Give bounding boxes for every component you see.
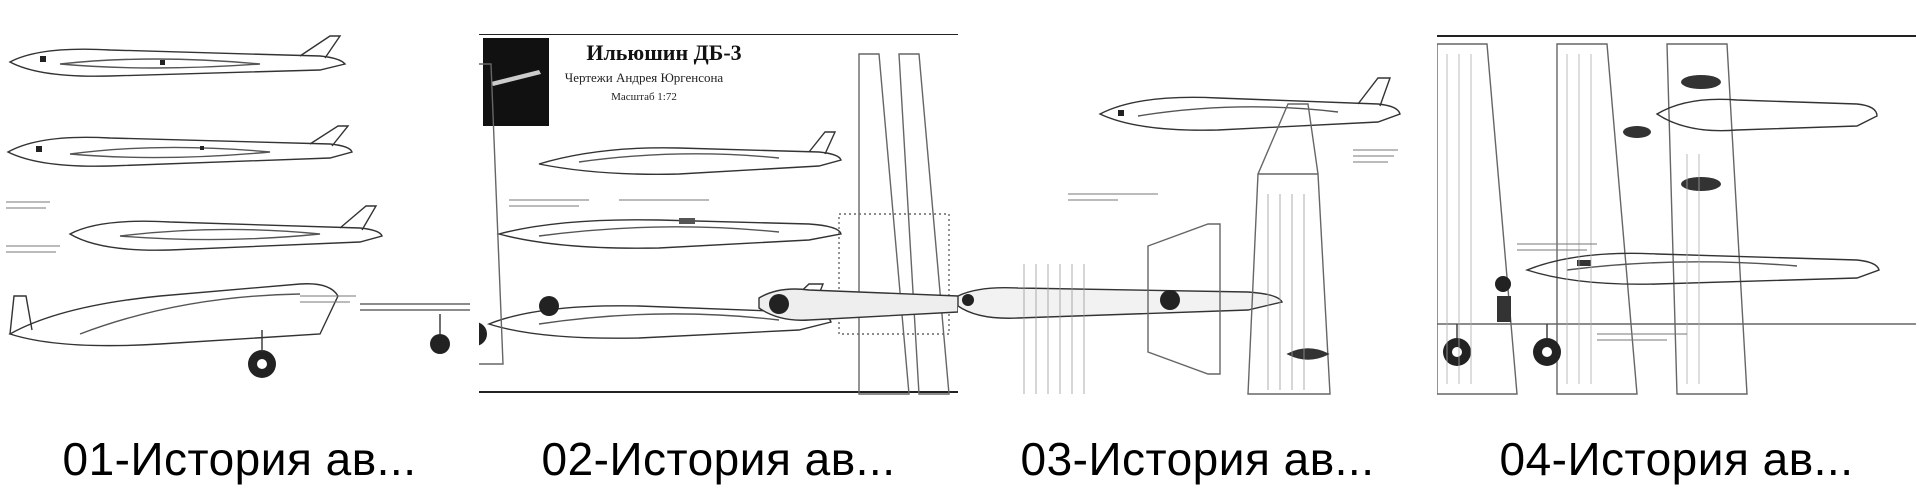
aircraft-blueprint-icon[interactable] (958, 34, 1437, 400)
gallery-item-3[interactable]: 03-История ав... (958, 0, 1437, 504)
item-caption[interactable]: 02-История ав... (541, 433, 896, 485)
item-caption[interactable]: 01-История ав... (62, 433, 417, 485)
sheet-scale: Масштаб 1:72 (611, 91, 677, 103)
aircraft-blueprint-icon[interactable] (1437, 34, 1916, 400)
sheet-subtitle: Чертежи Андрея Юргенсона (565, 70, 724, 85)
item-caption[interactable]: 04-История ав... (1499, 433, 1854, 485)
aircraft-blueprint-icon[interactable] (0, 34, 479, 400)
item-caption[interactable]: 03-История ав... (1020, 433, 1375, 485)
sheet-title: Ильюшин ДБ-3 (586, 40, 741, 65)
gallery-item-1[interactable]: 01-История ав... (0, 0, 479, 504)
gallery-item-2[interactable]: Ильюшин ДБ-3 Чертежи Андрея Юргенсона Ма… (479, 0, 958, 504)
aircraft-blueprint-icon[interactable]: Ильюшин ДБ-3 Чертежи Андрея Юргенсона Ма… (479, 34, 958, 400)
gallery-item-4[interactable]: 04-История ав... (1437, 0, 1916, 504)
